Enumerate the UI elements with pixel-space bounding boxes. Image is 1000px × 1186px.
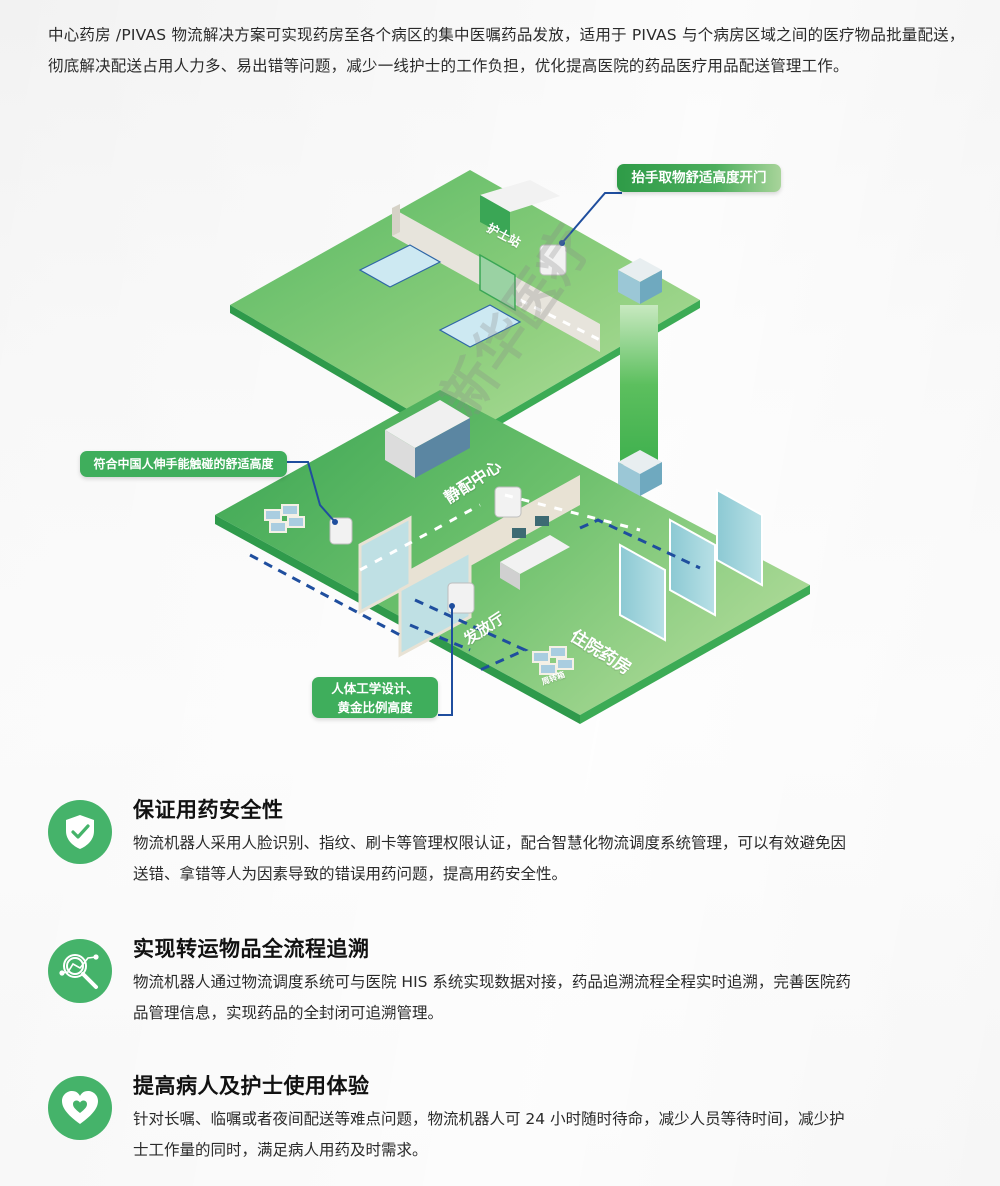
callout-leader-lines xyxy=(287,192,622,716)
lower-floor-pharmacy xyxy=(215,390,810,724)
callout-comfortable-height-door: 抬手取物舒适高度开门 xyxy=(617,164,781,192)
magnifier-trace-icon xyxy=(48,939,112,1003)
medicine-cabinets xyxy=(619,488,763,642)
feature-description: 物流机器人通过物流调度系统可与医院 HIS 系统实现数据对接，药品追溯流程全程实… xyxy=(133,973,851,1022)
feature-description: 物流机器人采用人脸识别、指纹、刷卡等管理权限认证，配合智慧化物流调度系统管理，可… xyxy=(133,834,847,883)
intro-paragraph: 中心药房 /PIVAS 物流解决方案可实现药房至各个病区的集中医嘱药品发放，适用… xyxy=(48,26,965,75)
feature-title: 提高病人及护士使用体验 xyxy=(133,1074,370,1098)
shield-check-icon xyxy=(48,800,112,864)
feature-title: 实现转运物品全流程追溯 xyxy=(133,937,370,961)
heart-icon xyxy=(48,1076,112,1140)
isometric-illustration: 新华医疗 护士站 静配中心 发放厅 住院药房 周转箱 xyxy=(0,150,1000,740)
hospital-floors-graphic: 新华医疗 xyxy=(215,170,810,724)
feature-description: 针对长嘱、临嘱或者夜间配送等难点问题，物流机器人可 24 小时随时待命，减少人员… xyxy=(133,1110,845,1159)
callout-ergonomic-design: 人体工学设计、 黄金比例高度 xyxy=(312,677,438,718)
feature-title: 保证用药安全性 xyxy=(133,798,284,822)
elevator-shaft xyxy=(620,305,658,465)
callout-reach-height: 符合中国人伸手能触碰的舒适高度 xyxy=(80,451,287,477)
